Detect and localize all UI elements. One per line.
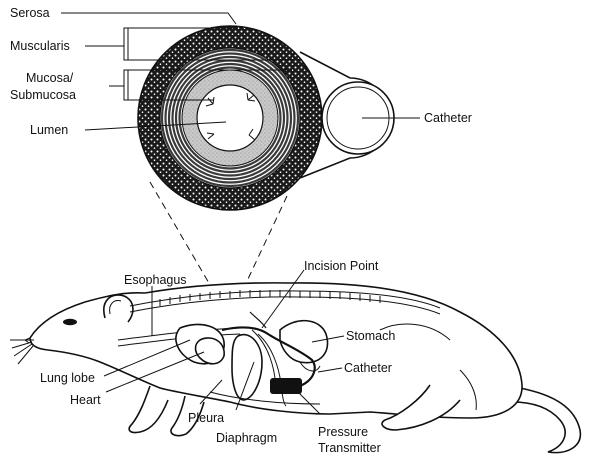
rat-illustration — [10, 283, 580, 453]
label-incision-point: Incision Point — [304, 259, 379, 273]
label-pleura: Pleura — [188, 411, 224, 425]
label-catheter-body: Catheter — [344, 361, 392, 375]
rat-whiskers — [10, 340, 34, 364]
label-pressure-line1: Pressure — [318, 425, 368, 439]
rat-ear — [104, 295, 133, 322]
label-mucosa-line1: Mucosa/ — [26, 71, 74, 85]
label-lumen: Lumen — [30, 123, 68, 137]
label-lung-lobe: Lung lobe — [40, 371, 95, 385]
label-muscularis: Muscularis — [10, 39, 70, 53]
label-serosa: Serosa — [10, 6, 50, 20]
label-diaphragm: Diaphragm — [216, 431, 277, 445]
label-stomach: Stomach — [346, 329, 395, 343]
label-pressure-line2: Transmitter — [318, 441, 381, 455]
label-mucosa-line2: Submucosa — [10, 88, 76, 102]
label-heart: Heart — [70, 393, 101, 407]
lumen — [197, 85, 263, 151]
rat-tail — [512, 388, 580, 453]
label-esophagus: Esophagus — [124, 273, 187, 287]
rat-front-leg — [129, 386, 168, 433]
esophagus-cross-section — [138, 26, 394, 210]
rat-eye — [63, 319, 77, 325]
label-catheter-cross-section: Catheter — [424, 111, 472, 125]
